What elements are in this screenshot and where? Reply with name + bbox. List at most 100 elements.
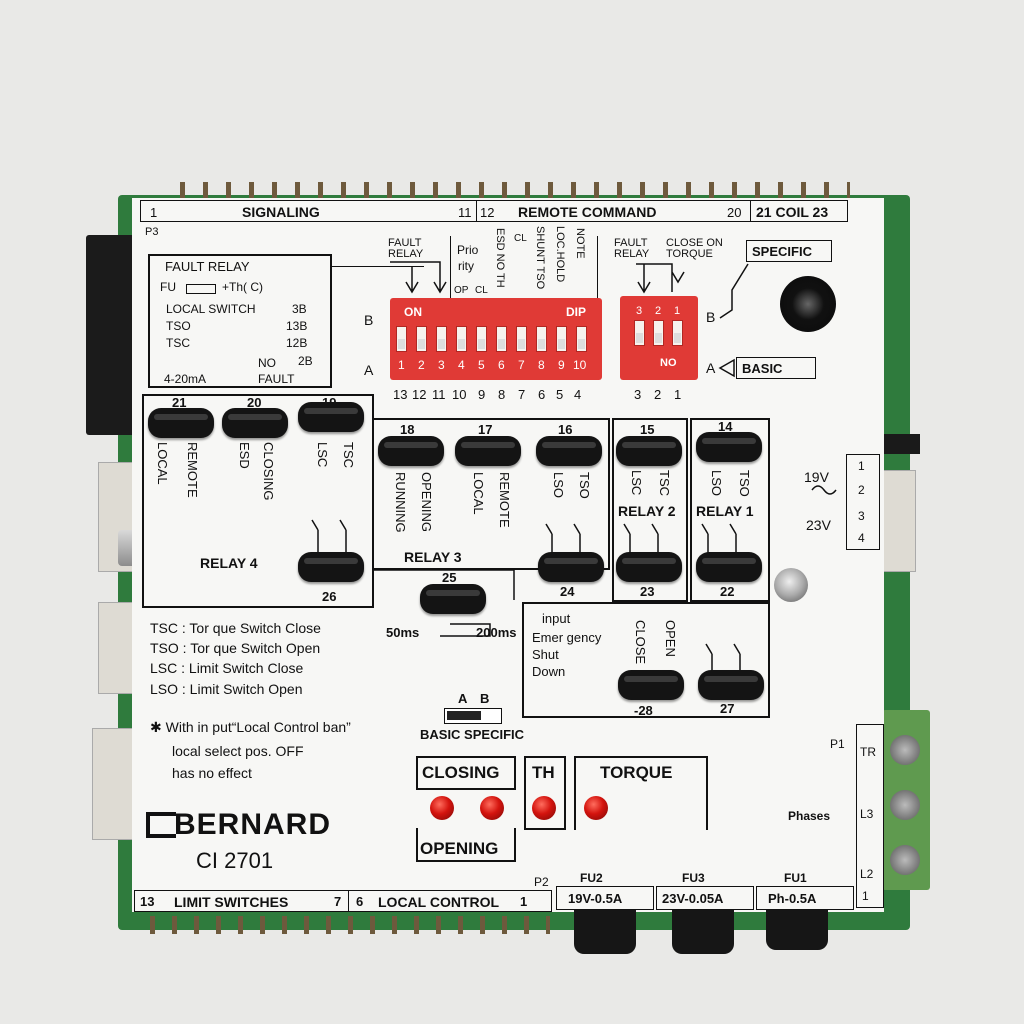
dip-num-8: 8 <box>538 358 545 372</box>
jumper-22-num: 22 <box>720 584 735 599</box>
dip-switch-10[interactable] <box>576 326 587 352</box>
jumper-25[interactable] <box>420 584 486 614</box>
header-divider-2 <box>750 200 751 222</box>
fuse-holder-fu3[interactable] <box>672 910 734 954</box>
dip-small-switch-1[interactable] <box>672 320 683 346</box>
esd-shut: Shut <box>532 647 559 662</box>
relay1-frame <box>690 418 770 602</box>
terminal-screw-tr[interactable] <box>890 735 920 765</box>
bottom-strip <box>134 890 552 912</box>
dip-num-6: 6 <box>498 358 505 372</box>
jumper-14[interactable] <box>696 432 762 462</box>
dip-switch-8[interactable] <box>536 326 547 352</box>
dip-switch-9[interactable] <box>556 326 567 352</box>
jumper-28[interactable] <box>618 670 684 700</box>
dip-num-3: 3 <box>438 358 445 372</box>
dip-switch-2[interactable] <box>416 326 427 352</box>
jumper-23[interactable] <box>616 552 682 582</box>
jumper-27[interactable] <box>698 670 764 700</box>
relay2-label: RELAY 2 <box>618 503 676 519</box>
dip-small-switch-3[interactable] <box>634 320 645 346</box>
jumper-20-num: 20 <box>247 395 262 410</box>
fault-label: FAULT <box>258 372 295 386</box>
phase-tr: TR <box>860 745 876 759</box>
th-box <box>524 756 566 830</box>
jumper-14-num: 14 <box>718 419 733 434</box>
jumper-15[interactable] <box>616 436 682 466</box>
fuse-holder-fu2[interactable] <box>574 910 636 954</box>
jumper-17-right: REMOTE <box>497 472 512 528</box>
dip-switch-6[interactable] <box>496 326 507 352</box>
switch-knob[interactable] <box>447 711 481 720</box>
esd-down: Down <box>532 664 566 679</box>
esd-open: OPEN <box>663 620 678 657</box>
tsc-num: 12B <box>286 336 308 350</box>
jumper-18-right: OPENING <box>419 472 434 532</box>
jumper-26[interactable] <box>298 552 364 582</box>
terminal-screw-l2[interactable] <box>890 845 920 875</box>
right-connector <box>880 470 916 572</box>
jumper-28-num: -28 <box>634 703 653 718</box>
dip-switch-4[interactable] <box>456 326 467 352</box>
top-header-strip <box>140 200 848 222</box>
dip-switch-5[interactable] <box>476 326 487 352</box>
esd-no-th: ESD NO TH <box>494 228 506 288</box>
note-line-3: has no effect <box>172 765 252 781</box>
opening-box <box>416 828 516 862</box>
opening-label: OPENING <box>420 839 499 858</box>
terminal-screw-l3[interactable] <box>890 790 920 820</box>
row-letter-a-left: A <box>364 362 374 378</box>
priority-b: rity <box>458 259 474 273</box>
jumper-19[interactable] <box>298 402 364 432</box>
fuse-fu2-name: FU2 <box>580 871 603 885</box>
jumper-19-right: TSC <box>341 442 356 468</box>
jumper-18[interactable] <box>378 436 444 466</box>
dip-small-below-2: 2 <box>654 387 662 402</box>
jumper-17[interactable] <box>455 436 521 466</box>
cl-label: CL <box>475 285 488 296</box>
ma-label: 4-20mA <box>164 372 207 386</box>
supply-terminal-3: 3 <box>858 509 865 523</box>
top-num-12: 12 <box>480 205 495 220</box>
esd-input: input <box>542 611 571 626</box>
dip-num-10: 10 <box>573 358 587 372</box>
jumper-23-num: 23 <box>640 584 655 599</box>
dip-small-below-3: 3 <box>634 387 642 402</box>
dip-below-7: 7 <box>518 387 526 402</box>
p1-label: P1 <box>830 737 845 751</box>
jumper-21-num: 21 <box>172 395 187 410</box>
row-letter-b-left: B <box>364 312 374 328</box>
row-letter-b-right: B <box>706 309 716 325</box>
coil-label: 21 COIL 23 <box>756 204 829 220</box>
dip-switch-7[interactable] <box>516 326 527 352</box>
torque-label: TORQUE <box>600 763 673 782</box>
fu-label: FU <box>160 280 176 294</box>
close-on-torque: CLOSE ON TORQUE <box>666 237 723 260</box>
jumper-20[interactable] <box>222 408 288 438</box>
fuse-holder-fu1[interactable] <box>766 910 828 950</box>
left-connector-2 <box>98 602 136 694</box>
dip-dip-label: DIP <box>566 305 587 319</box>
dip-switch-1[interactable] <box>396 326 407 352</box>
supply-terminal-1: 1 <box>858 459 865 473</box>
dip-num-2: 2 <box>418 358 425 372</box>
delay-50ms: 50ms <box>386 625 420 640</box>
jumper-22[interactable] <box>696 552 762 582</box>
top-num-1: 1 <box>150 205 158 220</box>
bottom-num-7: 7 <box>334 894 342 909</box>
shunt-tso: SHUNT TSO <box>534 226 546 290</box>
jumper-25-num: 25 <box>442 570 457 585</box>
model-number: CI 2701 <box>196 848 274 873</box>
basic-specific-switch[interactable] <box>444 708 502 724</box>
jumper-24[interactable] <box>538 552 604 582</box>
fuse-fu1-box <box>756 886 854 910</box>
jumper-16[interactable] <box>536 436 602 466</box>
dip-num-4: 4 <box>458 358 465 372</box>
jumper-21[interactable] <box>148 408 214 438</box>
voltage-19v: 19V <box>804 469 829 485</box>
dip-small-switch-2[interactable] <box>653 320 664 346</box>
dip-below-4: 4 <box>574 387 582 402</box>
tso-label: TSO <box>166 319 191 333</box>
dip-switch-3[interactable] <box>436 326 447 352</box>
